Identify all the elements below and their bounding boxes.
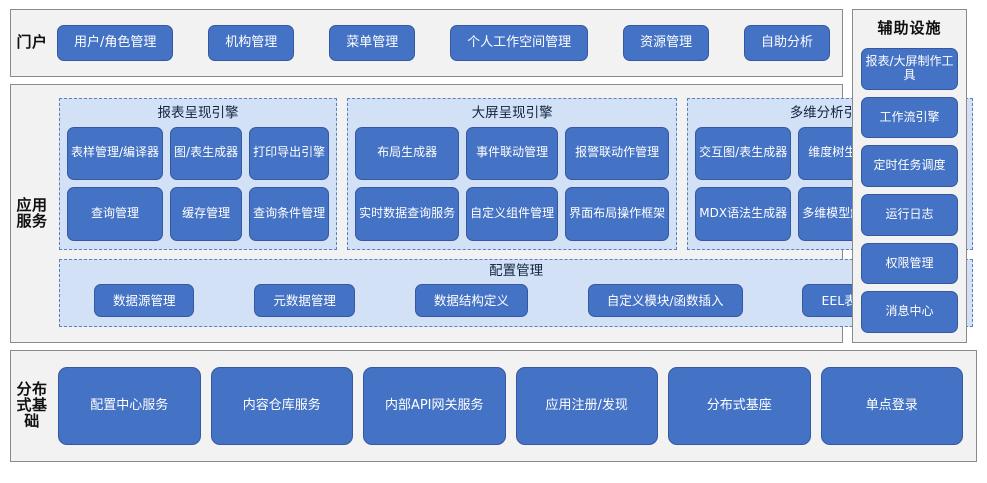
engine-report-title: 报表呈现引擎: [157, 105, 239, 121]
infra-item-distributed-base[interactable]: 分布式基座: [668, 367, 811, 445]
portal-items-row: 用户/角色管理 机构管理 菜单管理 个人工作空间管理 资源管理 自助分析: [53, 10, 842, 76]
infra-item-content-repository[interactable]: 内容仓库服务: [210, 367, 353, 445]
aux-item-message-center[interactable]: 消息中心: [861, 291, 958, 334]
application-services-body: 报表呈现引擎 表样管理/编译器 图/表生成器 打印导出引擎 查询管理 缓存管理 …: [53, 85, 984, 342]
infra-item-api-gateway[interactable]: 内部API网关服务: [363, 367, 506, 445]
portal-item-organization[interactable]: 机构管理: [208, 25, 295, 61]
auxiliary-facilities-panel: 辅助设施 报表/大屏制作工具 工作流引擎 定时任务调度 运行日志 权限管理 消息…: [852, 9, 967, 343]
infra-item-app-registry[interactable]: 应用注册/发现: [515, 367, 658, 445]
portal-item-resource[interactable]: 资源管理: [623, 25, 710, 61]
portal-item-workspace[interactable]: 个人工作空间管理: [450, 25, 589, 61]
engine-report-grid: 表样管理/编译器 图/表生成器 打印导出引擎 查询管理 缓存管理 查询条件管理: [67, 126, 330, 241]
aux-item-workflow-engine[interactable]: 工作流引擎: [861, 96, 958, 139]
engine-multidimensional-title: 多维分析引擎: [789, 105, 871, 121]
portal-item-user-role[interactable]: 用户/角色管理: [57, 25, 174, 61]
engine-report: 报表呈现引擎 表样管理/编译器 图/表生成器 打印导出引擎 查询管理 缓存管理 …: [59, 98, 338, 250]
engine-large-screen-grid: 布局生成器 事件联动管理 报警联动作管理 实时数据查询服务 自定义组件管理 界面…: [355, 126, 670, 241]
engine-large-screen-item-event-linkage[interactable]: 事件联动管理: [466, 126, 559, 181]
config-management-panel: 配置管理 数据源管理 元数据管理 数据结构定义 自定义模块/函数插入 EEL表达…: [59, 259, 974, 327]
config-item-metadata[interactable]: 元数据管理: [254, 284, 355, 318]
aux-item-permission-management[interactable]: 权限管理: [861, 242, 958, 285]
config-item-custom-module[interactable]: 自定义模块/函数插入: [587, 284, 743, 318]
left-column: 门户 用户/角色管理 机构管理 菜单管理 个人工作空间管理 资源管理 自助分析 …: [10, 9, 974, 343]
engine-report-item-query-condition[interactable]: 查询条件管理: [249, 187, 330, 241]
application-services-panel: 应用服务 报表呈现引擎 表样管理/编译器 图/表生成器 打印导出引擎 查询管理 …: [10, 84, 974, 343]
auxiliary-facilities-title: 辅助设施: [877, 19, 942, 37]
portal-band-label: 门户: [16, 33, 48, 52]
infrastructure-items-row: 配置中心服务 内容仓库服务 内部API网关服务 应用注册/发现 分布式基座 单点…: [53, 351, 976, 461]
infra-item-config-center[interactable]: 配置中心服务: [58, 367, 201, 445]
config-management-title: 配置管理: [489, 263, 544, 279]
engine-report-item-chart-generator[interactable]: 图/表生成器: [170, 126, 243, 181]
engine-large-screen-item-layout-generator[interactable]: 布局生成器: [355, 126, 460, 181]
config-management-row: 数据源管理 元数据管理 数据结构定义 自定义模块/函数插入 EEL表达式解析器: [69, 283, 963, 320]
config-item-data-structure[interactable]: 数据结构定义: [414, 284, 528, 318]
aux-item-runtime-log[interactable]: 运行日志: [861, 194, 958, 236]
aux-item-scheduled-task[interactable]: 定时任务调度: [861, 145, 958, 188]
aux-item-report-screen-tool[interactable]: 报表/大屏制作工具: [861, 48, 958, 90]
engine-report-item-print-export[interactable]: 打印导出引擎: [249, 126, 330, 181]
config-item-datasource[interactable]: 数据源管理: [93, 284, 195, 318]
engines-row: 报表呈现引擎 表样管理/编译器 图/表生成器 打印导出引擎 查询管理 缓存管理 …: [59, 98, 974, 250]
engine-report-item-query-management[interactable]: 查询管理: [67, 187, 164, 241]
engine-multidimensional-item-mdx-generator[interactable]: MDX语法生成器: [695, 187, 792, 241]
engine-large-screen-item-custom-component[interactable]: 自定义组件管理: [466, 187, 559, 241]
portal-panel: 门户 用户/角色管理 机构管理 菜单管理 个人工作空间管理 资源管理 自助分析: [10, 9, 843, 77]
engine-large-screen-item-alarm-action[interactable]: 报警联动作管理: [565, 126, 670, 181]
engine-large-screen-item-ui-layout-framework[interactable]: 界面布局操作框架: [565, 187, 670, 241]
engine-report-item-cache-management[interactable]: 缓存管理: [170, 187, 243, 241]
engine-multidimensional-item-interactive-chart[interactable]: 交互图/表生成器: [695, 126, 792, 181]
application-services-band-label: 应用服务: [16, 195, 48, 230]
engine-large-screen-item-realtime-query[interactable]: 实时数据查询服务: [355, 187, 460, 241]
portal-item-self-service-analysis[interactable]: 自助分析: [743, 25, 830, 61]
engine-large-screen-title: 大屏呈现引擎: [471, 105, 553, 121]
portal-item-menu[interactable]: 菜单管理: [329, 25, 416, 61]
distributed-infrastructure-panel: 分布式基础 配置中心服务 内容仓库服务 内部API网关服务 应用注册/发现 分布…: [10, 350, 977, 462]
engine-large-screen: 大屏呈现引擎 布局生成器 事件联动管理 报警联动作管理 实时数据查询服务 自定义…: [347, 98, 678, 250]
engine-report-item-template-editor[interactable]: 表样管理/编译器: [67, 126, 164, 181]
upper-section: 门户 用户/角色管理 机构管理 菜单管理 个人工作空间管理 资源管理 自助分析 …: [10, 9, 977, 343]
infrastructure-band-label: 分布式基础: [16, 380, 48, 430]
infra-item-single-sign-on[interactable]: 单点登录: [820, 367, 963, 445]
